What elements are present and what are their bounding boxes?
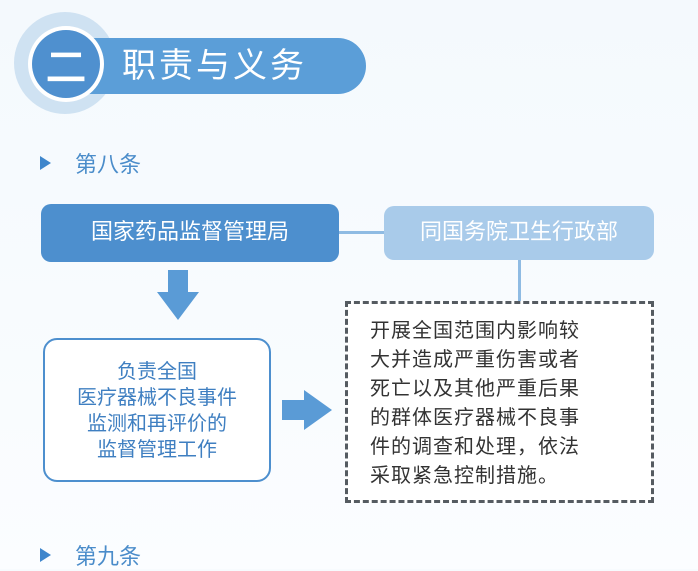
header-title-bar (62, 38, 366, 94)
page-title: 职责与义务 (122, 46, 307, 86)
section-label: 第九条 (75, 545, 142, 570)
down-arrow-head (157, 292, 199, 320)
right-arrow-head (304, 390, 332, 430)
triangle-bullet-icon (40, 548, 51, 562)
partner-box: 同国务院卫生行政部 (384, 206, 654, 260)
connector-line-horizontal (339, 231, 384, 234)
duty-line: 医疗器械不良事件 (77, 385, 237, 409)
section-label: 第八条 (75, 153, 142, 178)
down-arrow-icon (168, 270, 188, 294)
detail-line: 采取紧急控制措施。 (370, 463, 559, 487)
connector-line-vertical (518, 260, 521, 302)
detail-line: 大并造成严重伤害或者 (370, 347, 580, 371)
authority-box: 国家药品监督管理局 (41, 204, 339, 262)
detail-line: 死亡以及其他严重后果 (370, 376, 580, 400)
triangle-bullet-icon (40, 156, 51, 170)
detail-line: 的群体医疗器械不良事 (370, 405, 580, 429)
header-number-badge: 二 (32, 30, 100, 98)
section-article-8: 第八条 (40, 147, 141, 179)
duty-box: 负责全国 医疗器械不良事件 监测和再评价的 监督管理工作 (43, 338, 271, 482)
right-arrow-icon (282, 400, 306, 420)
detail-line: 件的调查和处理，依法 (370, 434, 580, 458)
duty-line: 监督管理工作 (97, 437, 217, 461)
duty-line: 监测和再评价的 (87, 411, 227, 435)
section-article-9: 第九条 (40, 539, 141, 571)
detail-line: 开展全国范围内影响较 (370, 318, 580, 342)
duty-line: 负责全国 (117, 359, 197, 383)
detail-box: 开展全国范围内影响较 大并造成严重伤害或者 死亡以及其他严重后果 的群体医疗器械… (345, 301, 654, 503)
